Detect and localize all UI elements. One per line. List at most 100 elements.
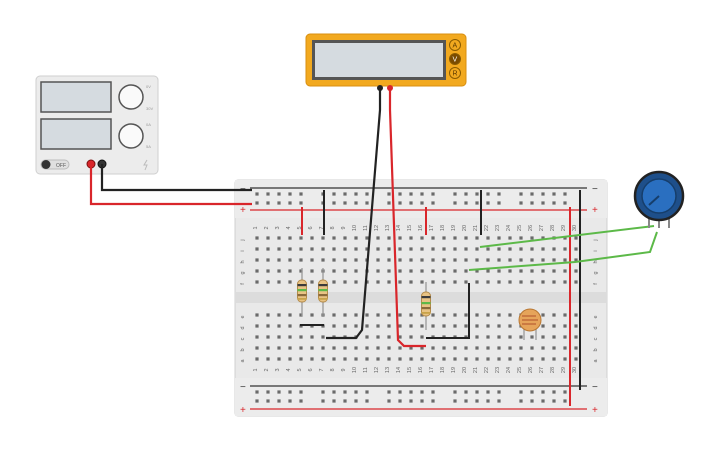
breadboard-hole[interactable]	[354, 247, 358, 251]
breadboard-hole[interactable]	[365, 236, 369, 240]
breadboard-hole[interactable]	[431, 280, 435, 284]
breadboard-hole[interactable]	[277, 258, 281, 262]
breadboard-hole[interactable]	[552, 346, 556, 350]
breadboard-hole[interactable]	[255, 346, 259, 350]
breadboard-hole[interactable]	[453, 280, 457, 284]
breadboard-hole[interactable]	[310, 346, 314, 350]
breadboard-hole[interactable]	[420, 258, 424, 262]
breadboard-hole[interactable]	[475, 247, 479, 251]
breadboard-hole[interactable]	[387, 335, 391, 339]
breadboard-hole[interactable]	[464, 399, 468, 403]
breadboard-hole[interactable]	[475, 324, 479, 328]
breadboard-hole[interactable]	[563, 280, 567, 284]
breadboard-hole[interactable]	[354, 399, 358, 403]
breadboard-hole[interactable]	[310, 247, 314, 251]
breadboard-hole[interactable]	[563, 192, 567, 196]
breadboard-hole[interactable]	[453, 346, 457, 350]
breadboard-hole[interactable]	[409, 346, 413, 350]
breadboard-hole[interactable]	[552, 390, 556, 394]
breadboard-hole[interactable]	[277, 399, 281, 403]
breadboard-hole[interactable]	[398, 192, 402, 196]
breadboard-hole[interactable]	[343, 313, 347, 317]
breadboard-hole[interactable]	[376, 324, 380, 328]
breadboard-hole[interactable]	[299, 335, 303, 339]
breadboard-hole[interactable]	[277, 390, 281, 394]
breadboard-hole[interactable]	[354, 313, 358, 317]
breadboard-hole[interactable]	[453, 357, 457, 361]
breadboard-hole[interactable]	[288, 335, 292, 339]
breadboard-hole[interactable]	[332, 357, 336, 361]
breadboard-hole[interactable]	[255, 324, 259, 328]
breadboard-hole[interactable]	[420, 346, 424, 350]
breadboard-hole[interactable]	[563, 346, 567, 350]
breadboard-hole[interactable]	[398, 313, 402, 317]
breadboard-hole[interactable]	[398, 390, 402, 394]
breadboard-hole[interactable]	[354, 346, 358, 350]
breadboard-hole[interactable]	[288, 192, 292, 196]
breadboard-hole[interactable]	[420, 335, 424, 339]
breadboard-hole[interactable]	[288, 313, 292, 317]
breadboard-hole[interactable]	[398, 335, 402, 339]
breadboard-hole[interactable]	[354, 390, 358, 394]
breadboard-hole[interactable]	[266, 346, 270, 350]
breadboard-hole[interactable]	[409, 236, 413, 240]
breadboard-hole[interactable]	[530, 192, 534, 196]
breadboard-hole[interactable]	[420, 192, 424, 196]
breadboard-hole[interactable]	[541, 201, 545, 205]
breadboard-hole[interactable]	[288, 247, 292, 251]
breadboard-hole[interactable]	[464, 357, 468, 361]
breadboard-hole[interactable]	[519, 236, 523, 240]
breadboard-hole[interactable]	[420, 313, 424, 317]
breadboard-hole[interactable]	[310, 335, 314, 339]
breadboard-hole[interactable]	[497, 192, 501, 196]
breadboard-hole[interactable]	[398, 280, 402, 284]
breadboard-hole[interactable]	[420, 399, 424, 403]
breadboard-hole[interactable]	[508, 236, 512, 240]
breadboard-hole[interactable]	[486, 357, 490, 361]
breadboard-hole[interactable]	[255, 335, 259, 339]
breadboard-hole[interactable]	[508, 269, 512, 273]
breadboard-hole[interactable]	[497, 258, 501, 262]
breadboard-hole[interactable]	[409, 280, 413, 284]
breadboard-hole[interactable]	[541, 324, 545, 328]
breadboard-hole[interactable]	[332, 399, 336, 403]
breadboard-hole[interactable]	[519, 280, 523, 284]
breadboard-hole[interactable]	[398, 247, 402, 251]
breadboard-hole[interactable]	[376, 258, 380, 262]
breadboard-hole[interactable]	[299, 269, 303, 273]
breadboard-hole[interactable]	[299, 258, 303, 262]
breadboard-hole[interactable]	[541, 258, 545, 262]
breadboard-hole[interactable]	[354, 269, 358, 273]
breadboard-hole[interactable]	[387, 357, 391, 361]
breadboard-hole[interactable]	[442, 313, 446, 317]
breadboard-hole[interactable]	[541, 390, 545, 394]
breadboard-hole[interactable]	[332, 346, 336, 350]
breadboard-hole[interactable]	[475, 236, 479, 240]
breadboard-hole[interactable]	[343, 390, 347, 394]
breadboard-hole[interactable]	[321, 335, 325, 339]
breadboard-hole[interactable]	[266, 258, 270, 262]
breadboard-hole[interactable]	[409, 192, 413, 196]
breadboard-hole[interactable]	[574, 346, 578, 350]
breadboard-hole[interactable]	[376, 346, 380, 350]
breadboard-hole[interactable]	[464, 258, 468, 262]
breadboard-hole[interactable]	[266, 335, 270, 339]
breadboard-hole[interactable]	[552, 399, 556, 403]
breadboard-hole[interactable]	[552, 313, 556, 317]
breadboard-hole[interactable]	[376, 236, 380, 240]
breadboard-hole[interactable]	[497, 313, 501, 317]
breadboard-hole[interactable]	[497, 201, 501, 205]
breadboard-hole[interactable]	[552, 201, 556, 205]
breadboard-hole[interactable]	[497, 236, 501, 240]
breadboard-hole[interactable]	[552, 357, 556, 361]
breadboard-hole[interactable]	[508, 313, 512, 317]
breadboard-hole[interactable]	[365, 201, 369, 205]
breadboard-hole[interactable]	[332, 247, 336, 251]
breadboard-hole[interactable]	[530, 269, 534, 273]
breadboard-hole[interactable]	[354, 236, 358, 240]
breadboard-hole[interactable]	[530, 399, 534, 403]
breadboard-hole[interactable]	[387, 399, 391, 403]
breadboard-hole[interactable]	[563, 269, 567, 273]
breadboard-hole[interactable]	[398, 258, 402, 262]
breadboard-hole[interactable]	[365, 390, 369, 394]
